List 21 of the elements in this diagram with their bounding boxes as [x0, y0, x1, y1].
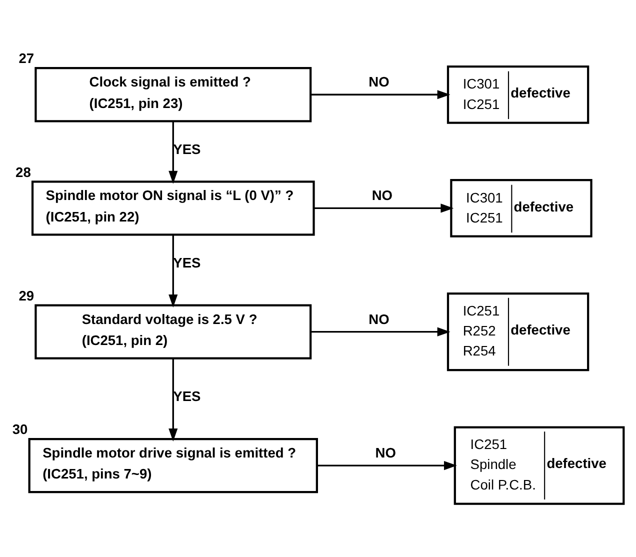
node-label: 28 [16, 164, 31, 180]
node-box: Clock signal is emitted ? (IC251, pin 23) [34, 67, 312, 122]
edge-label: NO [375, 445, 396, 460]
node-box: IC251 R252 R254 defective [446, 292, 590, 372]
node-label: 27 [18, 51, 34, 66]
node-label: 29 [18, 288, 34, 304]
arrow [310, 90, 450, 100]
node-box: Spindle motor ON signal is “L (0 V)” ? (IC251, pin 22) [31, 180, 315, 236]
edge-label: NO [372, 188, 393, 204]
arrow [317, 461, 457, 470]
arrow [168, 358, 178, 442]
edge-label: NO [368, 74, 390, 90]
node-label: 30 [12, 422, 28, 438]
node-box: Spindle motor drive signal is emitted ? (IC251, pins 7~9) [28, 438, 318, 494]
node-box: IC251 Spindle Coil P.C.B. defective [454, 426, 625, 505]
node-box: Standard voltage is 2.5 V ? (IC251, pin 2) [34, 304, 312, 360]
arrow [168, 121, 178, 184]
arrow [314, 204, 454, 213]
arrow [310, 327, 450, 336]
arrow [168, 234, 178, 308]
edge-label: NO [368, 312, 390, 327]
